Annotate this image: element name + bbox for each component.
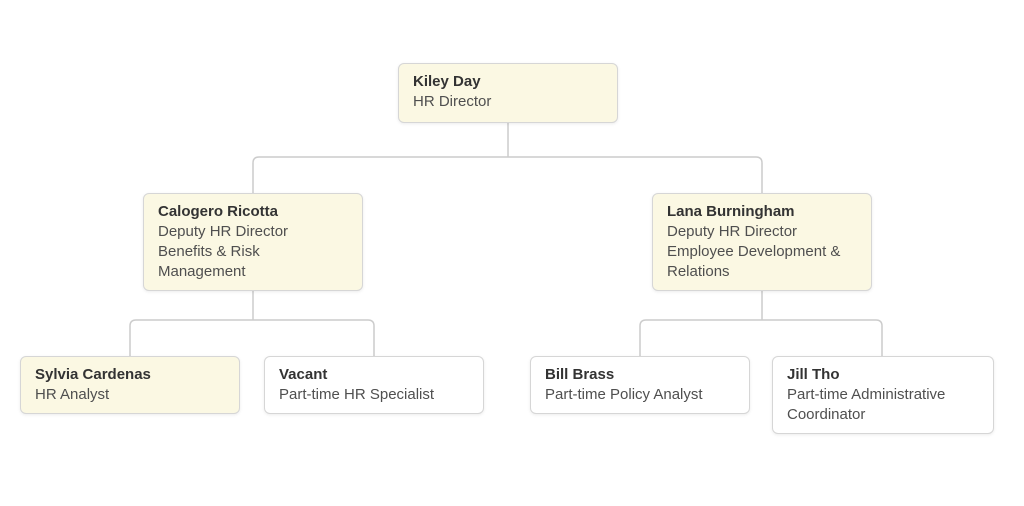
connector-root-to-right-deputy xyxy=(508,156,763,193)
org-node-calogero-ricotta[interactable]: Calogero Ricotta Deputy HR Director Bene… xyxy=(143,193,363,291)
node-name: Sylvia Cardenas xyxy=(35,366,151,383)
node-title: Part-time Administrative Coordinator xyxy=(787,386,946,423)
node-title: HR Director xyxy=(413,93,492,110)
org-node-kiley-day[interactable]: Kiley Day HR Director xyxy=(398,63,618,123)
connector-right-deputy-to-child2 xyxy=(762,319,883,356)
org-node-sylvia-cardenas[interactable]: Sylvia Cardenas HR Analyst xyxy=(20,356,240,414)
node-name: Lana Burningham xyxy=(667,203,795,220)
node-name: Vacant xyxy=(279,366,328,383)
node-name: Bill Brass xyxy=(545,366,615,383)
node-title: Deputy HR Director Benefits & Risk Manag… xyxy=(158,223,289,280)
connector-root-to-left-deputy xyxy=(252,156,508,193)
node-title: Part-time HR Specialist xyxy=(279,386,435,403)
org-node-vacant[interactable]: Vacant Part-time HR Specialist xyxy=(264,356,484,414)
node-title: Part-time Policy Analyst xyxy=(545,386,703,403)
connector-left-deputy-to-child2 xyxy=(253,319,375,356)
connector-left-deputy-to-child1 xyxy=(129,319,253,356)
org-node-bill-brass[interactable]: Bill Brass Part-time Policy Analyst xyxy=(530,356,750,414)
node-title: Deputy HR Director Employee Development … xyxy=(667,223,841,280)
node-name: Jill Tho xyxy=(787,366,840,383)
org-node-jill-tho[interactable]: Jill Tho Part-time Administrative Coordi… xyxy=(772,356,994,434)
node-title: HR Analyst xyxy=(35,386,110,403)
node-name: Calogero Ricotta xyxy=(158,203,279,220)
connector-right-deputy-to-child1 xyxy=(639,319,762,356)
node-name: Kiley Day xyxy=(413,73,481,90)
org-node-lana-burningham[interactable]: Lana Burningham Deputy HR Director Emplo… xyxy=(652,193,872,291)
